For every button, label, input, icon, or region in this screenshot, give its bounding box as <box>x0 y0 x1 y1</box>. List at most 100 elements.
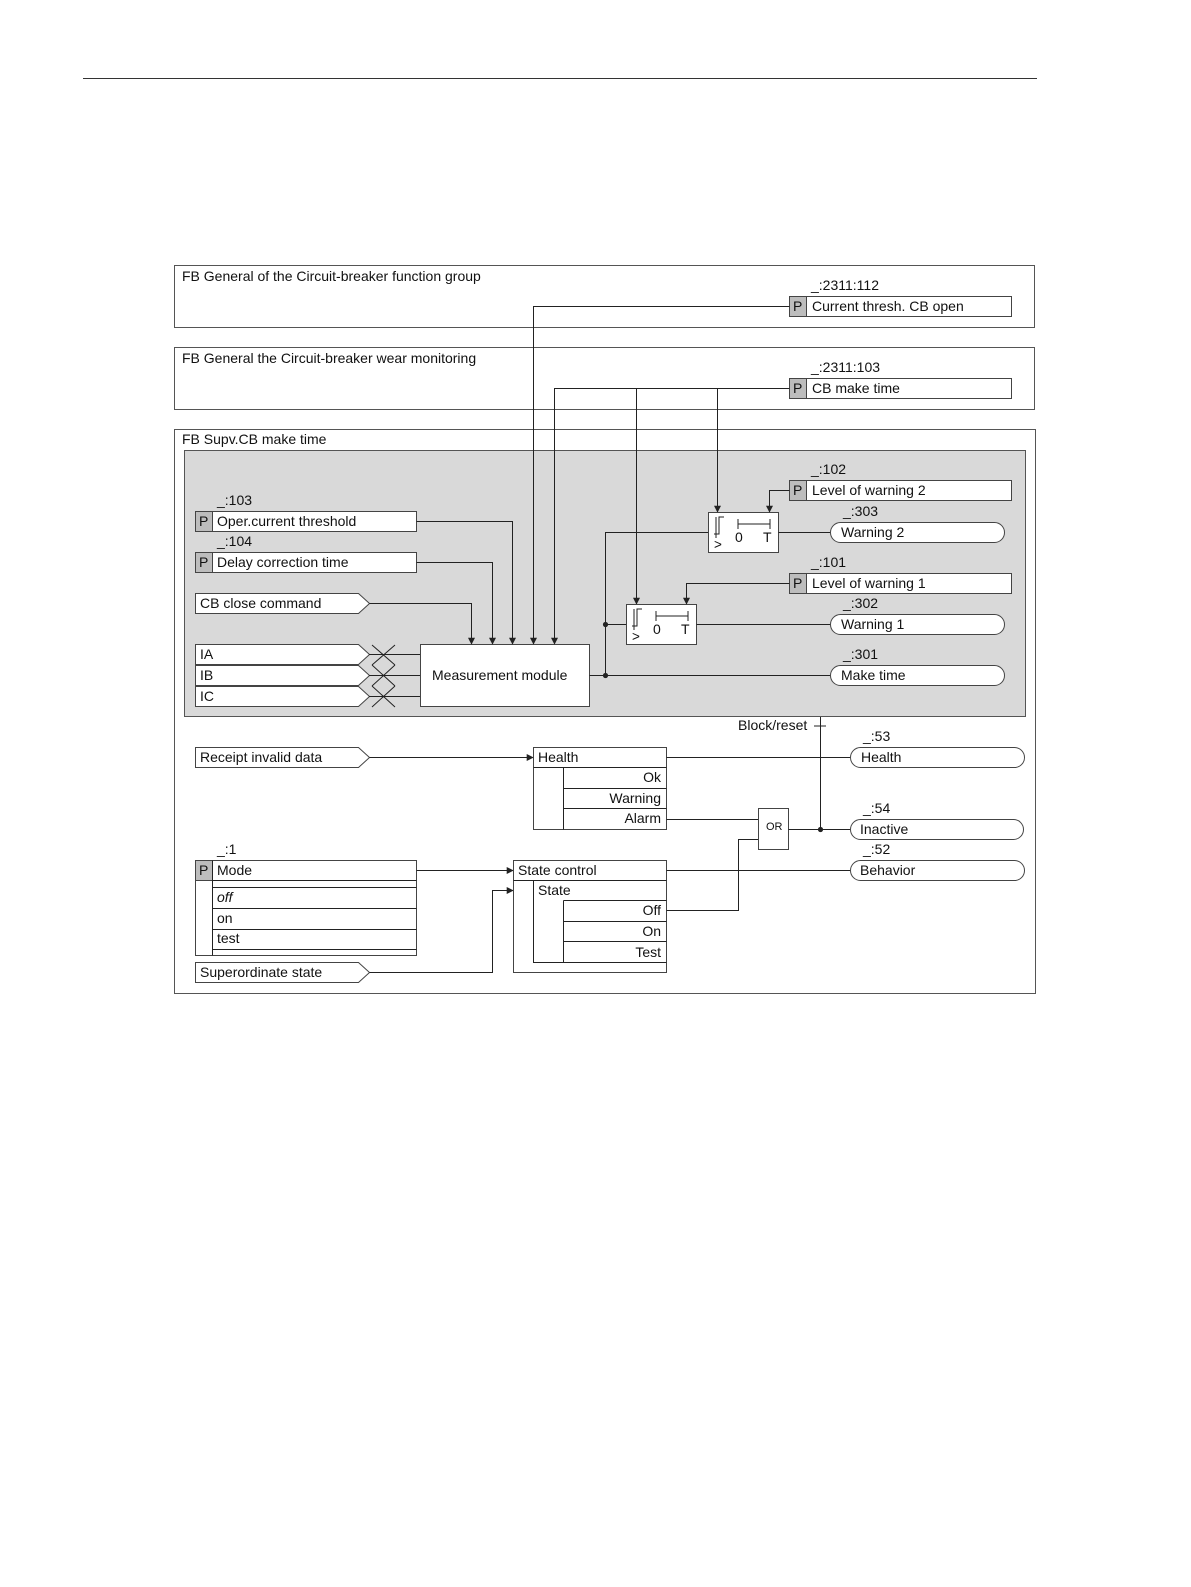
health-state-warning: Warning <box>609 790 661 806</box>
param-id: _:2311:103 <box>810 359 880 375</box>
timer-t: T <box>681 621 690 637</box>
param-id: _:1 <box>216 841 237 857</box>
param-id: _:103 <box>216 492 252 508</box>
cb-make-time-to-timers <box>633 388 721 605</box>
param-marker: P <box>199 513 208 529</box>
group-title-supv-make-time: FB Supv.CB make time <box>182 431 327 447</box>
param-marker: P <box>793 380 802 396</box>
timer-warning-2: > 0 T <box>708 512 779 553</box>
output-inactive: _:54 Inactive <box>850 800 1024 840</box>
state-control-title: State control <box>518 862 597 878</box>
param-label: Mode <box>217 862 252 878</box>
output-label: Behavior <box>860 862 916 878</box>
param-cb-make-time[interactable]: _:2311:103 P CB make time <box>789 359 1012 399</box>
timer-gt: > <box>632 629 640 644</box>
timer-zero: 0 <box>653 621 661 637</box>
param-delay-correction-time[interactable]: _:104 P Delay correction time <box>195 533 417 573</box>
state-control-subtitle: State <box>538 882 571 898</box>
input-label: IC <box>200 688 214 704</box>
health-state-ok: Ok <box>643 769 662 785</box>
param-id: _:104 <box>216 533 252 549</box>
mode-option-off[interactable]: off <box>217 889 235 905</box>
input-ia[interactable]: IA <box>195 644 371 665</box>
param-marker: P <box>793 482 802 498</box>
measurement-input-wires <box>369 306 790 645</box>
output-id: _:302 <box>842 595 878 611</box>
or-gate-label: OR <box>766 821 783 833</box>
param-label: Current thresh. CB open <box>812 298 964 314</box>
param-label: CB make time <box>812 380 900 396</box>
level2-to-timer-wire <box>766 490 790 513</box>
input-ic[interactable]: IC <box>195 686 371 707</box>
state-off: Off <box>643 902 662 918</box>
param-id: _:101 <box>810 554 846 570</box>
param-marker: P <box>199 862 208 878</box>
current-input-crossing <box>369 644 420 708</box>
mode-option-on[interactable]: on <box>217 910 233 926</box>
output-label: Health <box>861 749 901 765</box>
superordinate-to-state-wire <box>369 887 514 973</box>
group-frame-cb-wear <box>174 347 1035 410</box>
timer-warning-1: > 0 T <box>626 604 697 645</box>
output-id: _:52 <box>862 841 890 857</box>
output-warning-1: _:302 Warning 1 <box>830 595 1005 635</box>
param-current-thresh-cb-open[interactable]: _:2311:112 P Current thresh. CB open <box>789 277 1012 317</box>
param-id: _:2311:112 <box>810 277 879 293</box>
param-level-of-warning-2[interactable]: _:102 P Level of warning 2 <box>789 461 1012 501</box>
param-label: Level of warning 1 <box>812 575 926 591</box>
output-label: Make time <box>841 667 906 683</box>
output-id: _:54 <box>862 800 890 816</box>
param-label: Oper.current threshold <box>217 513 356 529</box>
group-frame-cb-function <box>174 265 1035 328</box>
state-test: Test <box>635 944 661 960</box>
input-label: Receipt invalid data <box>200 749 322 765</box>
timer-gt: > <box>714 537 722 552</box>
health-state-alarm: Alarm <box>624 810 661 826</box>
group-title-cb-function: FB General of the Circuit-breaker functi… <box>182 268 481 284</box>
input-label: IA <box>200 646 214 662</box>
output-make-time: _:301 Make time <box>830 646 1005 686</box>
block-reset-label: Block/reset <box>738 717 807 733</box>
output-label: Warning 2 <box>841 524 905 540</box>
param-label: Level of warning 2 <box>812 482 926 498</box>
param-level-of-warning-1[interactable]: _:101 P Level of warning 1 <box>789 554 1012 594</box>
mode-option-test[interactable]: test <box>217 930 240 946</box>
param-marker: P <box>793 575 802 591</box>
output-health: _:53 Health <box>850 728 1025 768</box>
output-label: Inactive <box>860 821 908 837</box>
group-frame-supv-make-time <box>174 429 1036 994</box>
output-label: Warning 1 <box>841 616 905 632</box>
state-control-block: State control State Off On Test <box>513 860 667 973</box>
param-label: Delay correction time <box>217 554 349 570</box>
output-id: _:303 <box>842 503 878 519</box>
state-on: On <box>642 923 661 939</box>
input-ib[interactable]: IB <box>195 665 371 686</box>
param-mode[interactable]: _:1 P Mode off on test <box>195 841 417 956</box>
input-label: Superordinate state <box>200 964 322 980</box>
timer-t: T <box>763 529 772 545</box>
input-label: IB <box>200 667 213 683</box>
group-title-cb-wear: FB General the Circuit-breaker wear moni… <box>182 350 476 366</box>
param-marker: P <box>793 298 802 314</box>
page-header-rule <box>83 78 1037 79</box>
input-cb-close-command[interactable]: CB close command <box>195 593 371 614</box>
output-id: _:301 <box>842 646 878 662</box>
measurement-module: Measurement module <box>420 644 590 707</box>
param-id: _:102 <box>810 461 846 477</box>
health-block: Health Ok Warning Alarm <box>533 747 667 830</box>
level1-to-timer-wire <box>683 583 790 605</box>
param-marker: P <box>199 554 208 570</box>
timer-zero: 0 <box>735 529 743 545</box>
health-title: Health <box>538 749 578 765</box>
output-id: _:53 <box>862 728 890 744</box>
input-label: CB close command <box>200 595 321 611</box>
measurement-output-wires <box>589 532 830 679</box>
off-to-or-wire <box>666 839 758 911</box>
output-behavior: _:52 Behavior <box>850 841 1025 881</box>
output-warning-2: _:303 Warning 2 <box>830 503 1005 543</box>
measurement-module-label: Measurement module <box>432 667 568 683</box>
input-superordinate-state[interactable]: Superordinate state <box>195 962 371 983</box>
or-gate: OR <box>758 808 789 850</box>
input-receipt-invalid-data[interactable]: Receipt invalid data <box>195 747 371 768</box>
